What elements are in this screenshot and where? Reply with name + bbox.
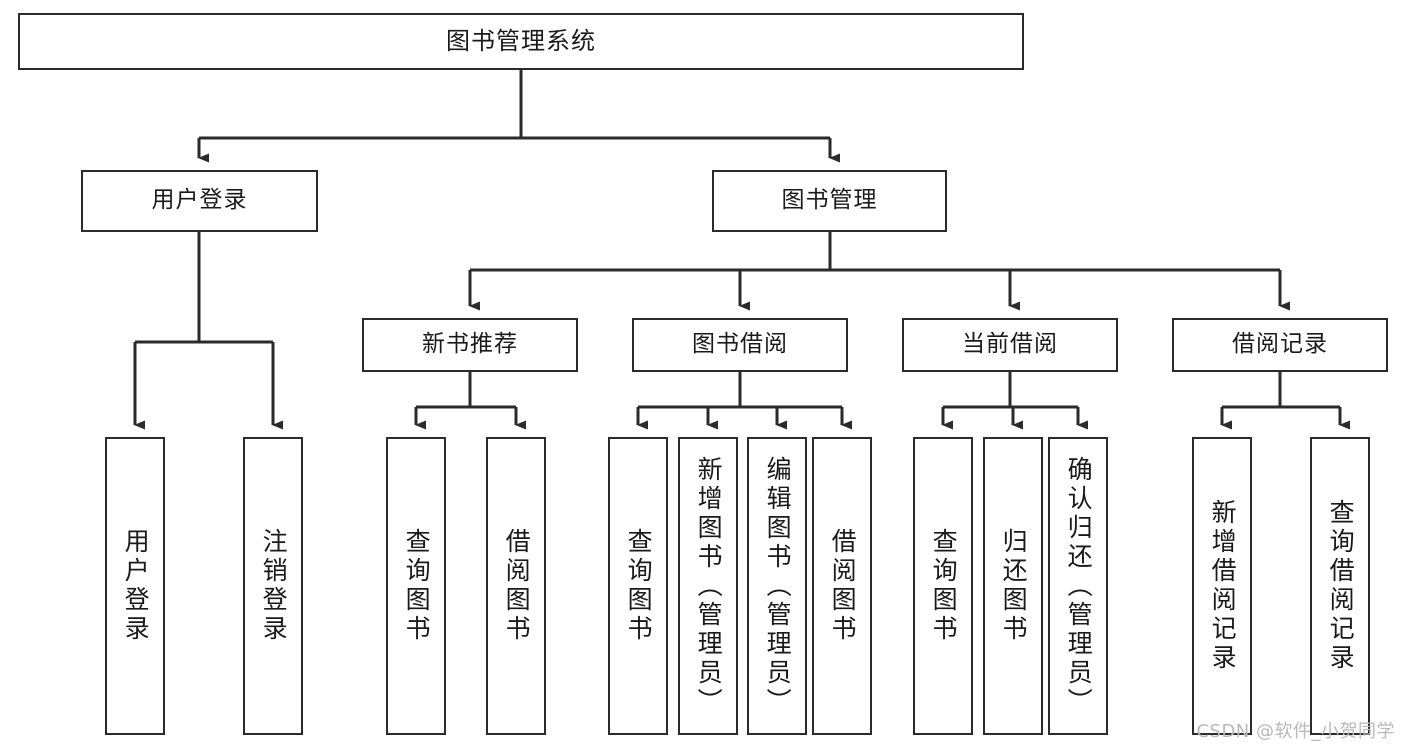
leaf-label: 注销登录 bbox=[259, 528, 289, 644]
leaf-label: 确认归还（管理员） bbox=[1064, 455, 1094, 717]
leaf-confirm-return[interactable]: 确认归还（管理员） bbox=[1048, 437, 1108, 735]
node-user-login[interactable]: 用户登录 bbox=[81, 170, 318, 232]
node-new-book-recommendation[interactable]: 新书推荐 bbox=[362, 318, 578, 372]
leaf-label: 编辑图书（管理员） bbox=[763, 455, 793, 717]
leaf-query-book-1[interactable]: 查询图书 bbox=[386, 437, 446, 735]
leaf-return-book[interactable]: 归还图书 bbox=[983, 437, 1043, 735]
leaf-label: 查询图书 bbox=[402, 528, 432, 644]
leaf-add-book[interactable]: 新增图书（管理员） bbox=[678, 437, 738, 735]
leaf-query-record[interactable]: 查询借阅记录 bbox=[1310, 437, 1370, 735]
leaf-logout[interactable]: 注销登录 bbox=[243, 437, 303, 735]
leaf-query-book-3[interactable]: 查询图书 bbox=[913, 437, 973, 735]
watermark-credit: CSDN @软件_小贺同学 bbox=[1196, 721, 1395, 742]
node-book-management[interactable]: 图书管理 bbox=[712, 170, 947, 232]
node-root-book-management-system[interactable]: 图书管理系统 bbox=[18, 13, 1024, 70]
leaf-label: 借阅图书 bbox=[828, 528, 858, 644]
node-borrow-records[interactable]: 借阅记录 bbox=[1172, 318, 1388, 372]
leaf-label: 新增图书（管理员） bbox=[694, 455, 724, 717]
leaf-borrow-book-1[interactable]: 借阅图书 bbox=[486, 437, 546, 735]
leaf-borrow-book-2[interactable]: 借阅图书 bbox=[812, 437, 872, 735]
node-current-borrowing[interactable]: 当前借阅 bbox=[902, 318, 1118, 372]
leaf-label: 借阅图书 bbox=[502, 528, 532, 644]
leaf-label: 查询图书 bbox=[929, 528, 959, 644]
leaf-user-login[interactable]: 用户登录 bbox=[105, 437, 165, 735]
leaf-edit-book[interactable]: 编辑图书（管理员） bbox=[747, 437, 807, 735]
leaf-label: 用户登录 bbox=[121, 528, 151, 644]
leaf-label: 查询图书 bbox=[624, 528, 654, 644]
leaf-label: 归还图书 bbox=[999, 528, 1029, 644]
leaf-add-record[interactable]: 新增借阅记录 bbox=[1192, 437, 1252, 735]
leaf-label: 新增借阅记录 bbox=[1208, 499, 1238, 673]
node-book-borrowing[interactable]: 图书借阅 bbox=[632, 318, 848, 372]
leaf-query-book-2[interactable]: 查询图书 bbox=[608, 437, 668, 735]
leaf-label: 查询借阅记录 bbox=[1326, 499, 1356, 673]
